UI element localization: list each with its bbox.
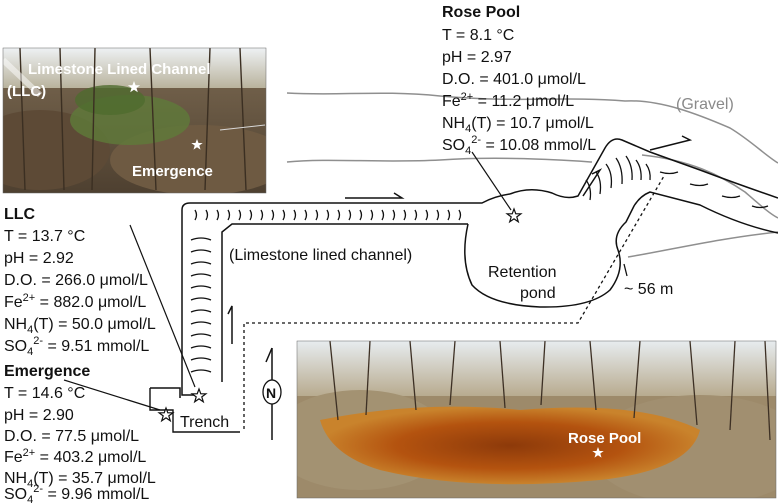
ammonium: NH4(T) = 35.7 μmol/L <box>4 470 156 490</box>
distance-label: ~ 56 m <box>624 281 673 298</box>
site-name: LLC <box>4 206 36 223</box>
sulfate: SO42- = 9.51 mmol/L <box>4 335 149 358</box>
distance-tick <box>623 263 628 277</box>
site-name: Emergence <box>4 363 90 380</box>
svg-text:N: N <box>266 385 276 401</box>
retention-pond-label: Retention <box>488 264 557 281</box>
temperature: T = 13.7 °C <box>4 228 85 245</box>
photo-limestone-channel <box>3 48 266 193</box>
ph: pH = 2.97 <box>442 49 512 66</box>
site-star-icon <box>157 406 175 423</box>
dissolved-oxygen: D.O. = 77.5 μmol/L <box>4 428 139 445</box>
site-star-icon <box>127 81 141 93</box>
photo-label-emergence: Emergence <box>132 163 213 180</box>
sulfate: SO42- = 9.96 mmol/L <box>4 483 149 503</box>
dashed-boundary <box>243 175 665 429</box>
gravel-label: (Gravel) <box>676 96 734 113</box>
gravel-lines <box>286 92 778 258</box>
ammonium: NH4(T) = 10.7 μmol/L <box>442 115 594 135</box>
flow-arrow-icon <box>227 135 693 344</box>
channel-label: (Limestone lined channel) <box>229 247 412 264</box>
channel-outline <box>150 193 511 398</box>
trench-label: Trench <box>180 414 229 431</box>
north-arrow-icon: N <box>262 347 282 440</box>
channel-ripples <box>190 209 462 373</box>
retention-pond-outline <box>464 138 778 308</box>
iron: Fe2+ = 11.2 μmol/L <box>442 91 574 110</box>
photo-label-rose-pool: Rose Pool <box>568 430 641 447</box>
temperature: T = 14.6 °C <box>4 385 85 402</box>
ph: pH = 2.90 <box>4 407 74 424</box>
rose-pool-readings: Rose Pool T = 8.1 °C pH = 2.97 D.O. = 40… <box>442 4 596 157</box>
photo-rose-pool <box>297 341 776 498</box>
site-star-icon <box>592 447 604 458</box>
temperature: T = 8.1 °C <box>442 27 514 44</box>
site-star-icon <box>505 207 523 224</box>
photo-label-llc-abbrev: (LLC) <box>7 83 46 100</box>
dissolved-oxygen: D.O. = 266.0 μmol/L <box>4 272 148 289</box>
leader-lines <box>63 151 512 411</box>
ammonium: NH4(T) = 50.0 μmol/L <box>4 316 156 336</box>
dissolved-oxygen: D.O. = 401.0 μmol/L <box>442 71 586 88</box>
site-name: Rose Pool <box>442 4 520 21</box>
site-star-icon <box>190 387 208 404</box>
photo-label-llc: Limestone Lined Channel <box>28 61 211 78</box>
llc-readings: LLC T = 13.7 °C pH = 2.92 D.O. = 266.0 μ… <box>4 206 156 358</box>
emergence-readings: Emergence T = 14.6 °C pH = 2.90 D.O. = 7… <box>4 363 156 503</box>
site-star-icon <box>191 139 203 150</box>
iron: Fe2+ = 882.0 μmol/L <box>4 292 146 311</box>
retention-pond-label-2: pond <box>520 285 556 302</box>
spillway-ripples <box>585 155 769 209</box>
trench-outline <box>149 388 240 433</box>
iron: Fe2+ = 403.2 μmol/L <box>4 447 146 466</box>
ph: pH = 2.92 <box>4 250 74 267</box>
sulfate: SO42- = 10.08 mmol/L <box>442 134 596 157</box>
